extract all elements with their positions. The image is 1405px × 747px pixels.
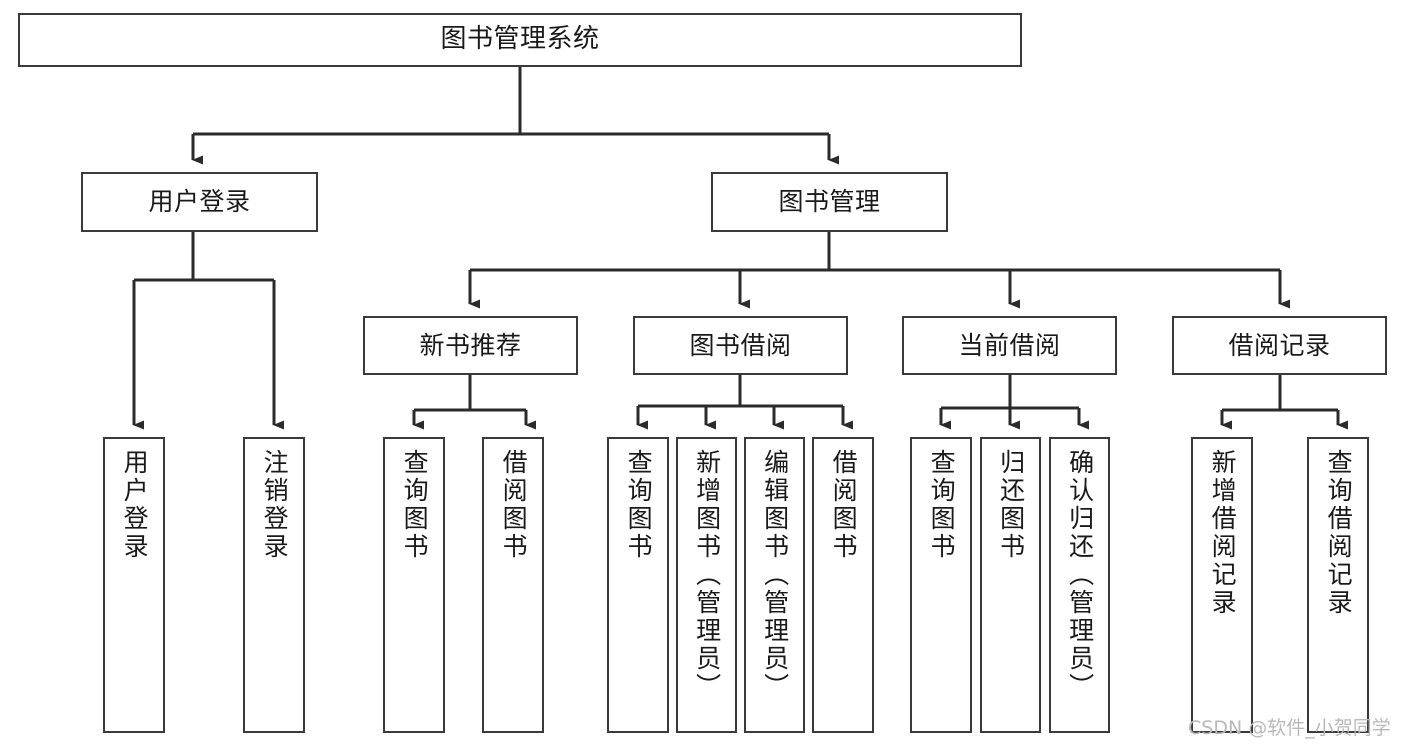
leaf-borrow-book-1[interactable]: 借阅图书 (482, 437, 544, 733)
node-label: 图书管理 (778, 187, 881, 216)
node-label: 新增图书（管理员） (692, 449, 722, 701)
node-label: 当前借阅 (958, 330, 1061, 360)
leaf-add-borrow-record[interactable]: 新增借阅记录 (1191, 437, 1253, 733)
leaf-query-book-1[interactable]: 查询图书 (383, 437, 445, 733)
node-label: 借阅图书 (499, 449, 529, 561)
node-label: 借阅图书 (829, 449, 859, 561)
node-label: 新增借阅记录 (1208, 449, 1238, 617)
node-book-management[interactable]: 图书管理 (711, 172, 948, 232)
node-user-login[interactable]: 用户登录 (81, 172, 318, 232)
node-label: 新书推荐 (419, 330, 522, 360)
node-label: 用户登录 (120, 449, 150, 561)
leaf-query-book-3[interactable]: 查询图书 (910, 437, 972, 733)
node-label: 确认归还（管理员） (1065, 449, 1095, 701)
leaf-query-book-2[interactable]: 查询图书 (607, 437, 669, 733)
node-label: 查询图书 (400, 449, 430, 561)
node-current-borrow[interactable]: 当前借阅 (902, 316, 1117, 375)
node-label: 查询借阅记录 (1324, 449, 1354, 617)
leaf-logout[interactable]: 注销登录 (243, 437, 305, 733)
leaf-borrow-book-2[interactable]: 借阅图书 (812, 437, 874, 733)
node-book-borrow[interactable]: 图书借阅 (633, 316, 848, 375)
node-label: 注销登录 (260, 449, 290, 561)
node-label: 借阅记录 (1228, 330, 1331, 360)
node-new-book-recommend[interactable]: 新书推荐 (363, 316, 578, 375)
csdn-watermark: CSDN @软件_小贺同学 (1188, 717, 1391, 739)
leaf-confirm-return[interactable]: 确认归还（管理员） (1049, 437, 1110, 733)
node-root-system[interactable]: 图书管理系统 (18, 13, 1022, 67)
leaf-query-borrow-record[interactable]: 查询借阅记录 (1307, 437, 1369, 733)
node-label: 编辑图书（管理员） (760, 449, 790, 701)
leaf-edit-book[interactable]: 编辑图书（管理员） (744, 437, 805, 733)
leaf-return-book[interactable]: 归还图书 (980, 437, 1041, 733)
leaf-user-login[interactable]: 用户登录 (103, 437, 165, 733)
node-label: 用户登录 (148, 187, 251, 216)
node-label: 查询图书 (624, 449, 654, 561)
leaf-add-book[interactable]: 新增图书（管理员） (676, 437, 737, 733)
node-label: 归还图书 (996, 449, 1026, 561)
node-label: 查询图书 (927, 449, 957, 561)
node-label: 图书借阅 (689, 330, 792, 360)
node-label: 图书管理系统 (440, 24, 600, 55)
node-borrow-record[interactable]: 借阅记录 (1172, 316, 1387, 375)
